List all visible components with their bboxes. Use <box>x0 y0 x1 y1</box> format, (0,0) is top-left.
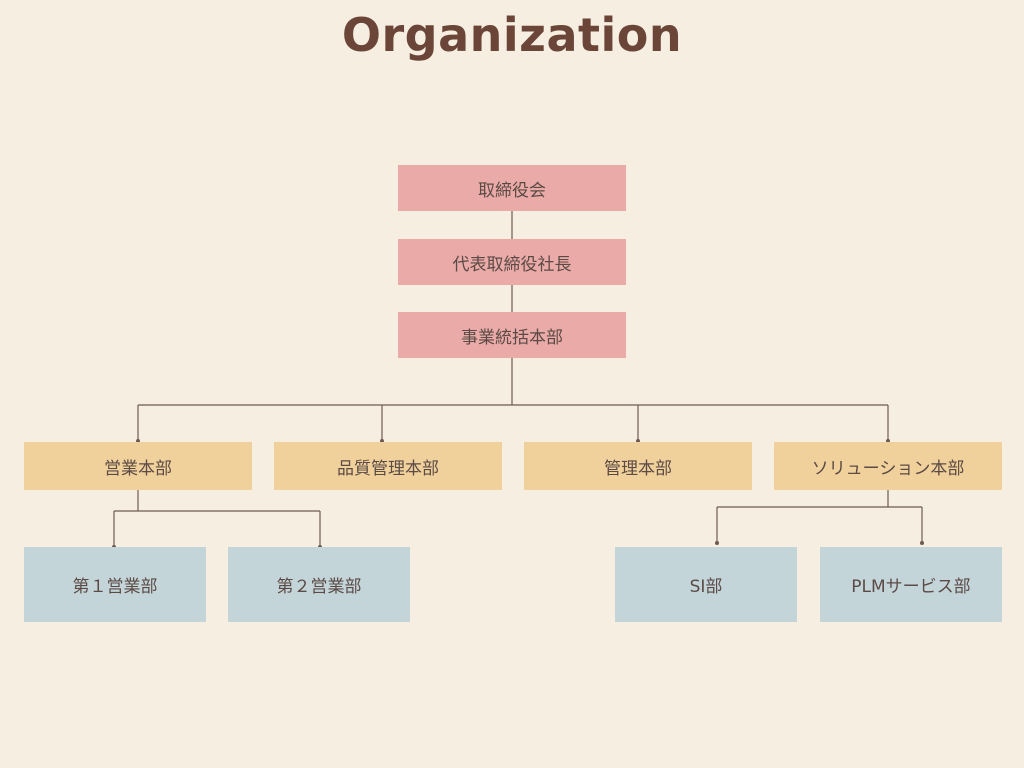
page-title: Organization <box>341 8 683 62</box>
node-label: 取締役会 <box>478 180 546 201</box>
node-label: 管理本部 <box>604 458 672 479</box>
node-president: 代表取締役社長 <box>398 239 626 285</box>
connector-dot <box>715 541 719 545</box>
node-label: 事業統括本部 <box>461 327 563 348</box>
node-business-hq: 事業統括本部 <box>398 312 626 358</box>
node-qa-hq: 品質管理本部 <box>274 442 502 490</box>
node-plm: PLMサービス部 <box>820 547 1002 622</box>
node-label: 品質管理本部 <box>337 458 439 479</box>
node-label: 第２営業部 <box>276 577 362 597</box>
node-si: SI部 <box>615 547 797 622</box>
node-label: 営業本部 <box>104 458 172 479</box>
node-label: SI部 <box>689 577 723 597</box>
node-board: 取締役会 <box>398 165 626 211</box>
node-label: 第１営業部 <box>72 577 158 597</box>
node-sales-hq: 営業本部 <box>24 442 252 490</box>
node-label: 代表取締役社長 <box>452 254 572 275</box>
connector-dot <box>920 541 924 545</box>
node-admin-hq: 管理本部 <box>524 442 752 490</box>
node-sales2: 第２営業部 <box>228 547 410 622</box>
node-sales1: 第１営業部 <box>24 547 206 622</box>
node-label: ソリューション本部 <box>811 458 965 479</box>
node-solution-hq: ソリューション本部 <box>774 442 1002 490</box>
node-label: PLMサービス部 <box>851 577 971 597</box>
